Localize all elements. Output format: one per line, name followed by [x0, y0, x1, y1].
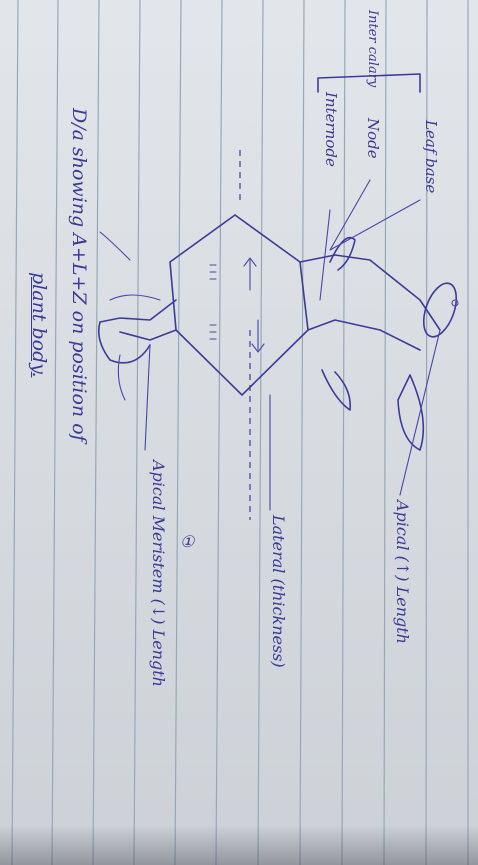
shading	[209, 264, 217, 340]
label-marker: ①	[180, 532, 195, 551]
root-hair-3	[117, 354, 126, 401]
label-leaf-base: Leaf base	[422, 120, 440, 194]
leaf-right	[397, 374, 425, 451]
leader-internode	[319, 209, 331, 301]
arrow-up	[243, 257, 257, 291]
label-internode: Internode	[322, 92, 340, 167]
root-tip	[97, 321, 151, 364]
leaf-lower	[321, 369, 352, 411]
arrow-down	[251, 319, 265, 353]
upper-stem	[299, 254, 441, 351]
label-apical-bottom: Apical Meristem (↓) Length	[149, 460, 168, 687]
leader-apical-top	[399, 329, 441, 496]
label-apical-top: Apical (↑) Length	[393, 500, 412, 644]
leader-node	[329, 179, 371, 251]
apical-dot	[451, 299, 459, 307]
page-shadow	[0, 825, 478, 865]
root-body	[99, 299, 177, 341]
intercalary-bracket	[317, 73, 421, 93]
leader-leaf-base	[329, 199, 421, 251]
leader-apical-bottom	[144, 344, 151, 451]
stem-diamond	[169, 214, 309, 396]
caption-line-2: plant body.	[28, 272, 50, 378]
leaf-upper	[329, 236, 356, 271]
label-intercalary: Inter calary	[365, 10, 380, 88]
label-lateral: Lateral (thickness)	[269, 515, 288, 668]
apical-bud	[422, 282, 458, 338]
caption-line-1: D/a showing A+L+Z on position of	[68, 108, 90, 442]
label-node: Node	[364, 118, 382, 159]
root-hair-2	[109, 294, 161, 301]
root-hair-1	[99, 231, 131, 261]
